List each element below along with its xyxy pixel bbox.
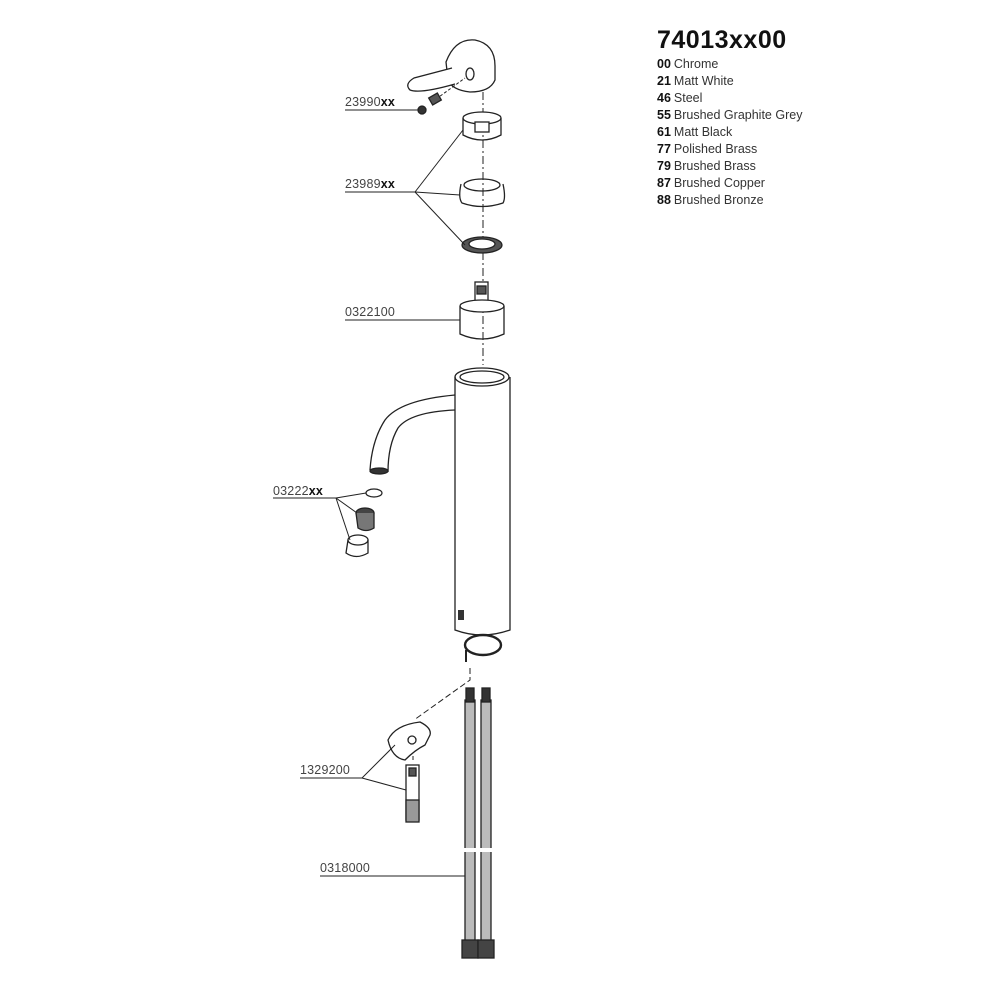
finish-code: 77 <box>657 142 671 156</box>
part-label-trim-set: 23989xx <box>345 177 395 191</box>
part-number: 1329200 <box>300 763 351 777</box>
part-suffix: xx <box>308 484 324 498</box>
part-label-screw: 23990xx <box>345 95 395 109</box>
finish-code: 88 <box>657 193 671 207</box>
finish-name: Matt White <box>673 74 734 88</box>
part-number: 23989 <box>345 177 381 191</box>
finish-code: 55 <box>657 108 671 122</box>
finish-name: Polished Brass <box>673 142 758 156</box>
part-suffix: xx <box>380 177 396 191</box>
leader-lines <box>273 109 466 877</box>
castellated-nut <box>462 111 502 141</box>
aerator-parts <box>345 488 383 558</box>
part-label-mounting: 1329200 <box>300 763 350 777</box>
part-number: 23990 <box>345 95 381 109</box>
part-label-aerator: 03222xx <box>273 484 323 498</box>
part-suffix: xx <box>380 95 396 109</box>
model-number: 74013xx00 <box>657 26 787 54</box>
finish-name: Steel <box>673 91 703 105</box>
finish-name: Chrome <box>673 57 719 71</box>
finish-name: Brushed Copper <box>673 176 765 190</box>
finish-code: 46 <box>657 91 671 105</box>
finish-name: Matt Black <box>673 125 733 139</box>
finish-name: Brushed Bronze <box>673 193 764 207</box>
finish-code: 00 <box>657 57 671 71</box>
supply-hoses <box>461 687 495 959</box>
finish-name: Brushed Graphite Grey <box>673 108 803 122</box>
finish-code: 61 <box>657 125 671 139</box>
threaded-ring <box>461 236 503 254</box>
finish-code: 79 <box>657 159 671 173</box>
cartridge <box>459 281 505 340</box>
o-ring <box>463 633 503 657</box>
cover-ring <box>459 178 506 208</box>
finish-name: Brushed Brass <box>673 159 756 173</box>
tap-body <box>369 367 511 636</box>
lever-handle <box>407 39 496 93</box>
finish-code: 21 <box>657 74 671 88</box>
mounting-bracket <box>387 721 431 823</box>
part-label-hoses: 0318000 <box>320 861 370 875</box>
part-number: 03222 <box>273 484 309 498</box>
part-number: 0322100 <box>345 305 396 319</box>
grub-screw <box>417 92 443 115</box>
part-number: 0318000 <box>320 861 371 875</box>
finish-code: 87 <box>657 176 671 190</box>
part-label-cartridge: 0322100 <box>345 305 395 319</box>
